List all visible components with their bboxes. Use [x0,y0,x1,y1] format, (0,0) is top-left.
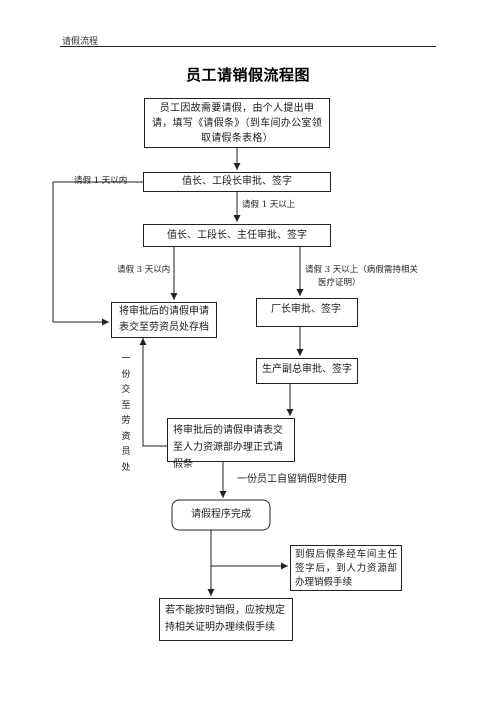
arrow-hr-to-archive [139,338,167,447]
director-approve-text: 值长、工段长、主任审批、签字 [167,230,307,241]
factory-director-text: 厂长审批、签字 [271,304,341,315]
apply-step-text: 员工因故需要请假，由个人提出申请，填写《请假条》（到车间办公室领取请假条表格） [151,103,323,144]
hr-submit-step: 将审批后的请假申请表交至人力资源部办理正式请假条 [167,418,295,470]
shift-approve-step: 值长、工段长审批、签字 [143,172,331,192]
header-divider [60,46,436,47]
return-cancel-text: 到假后假条经车间主任签字后，到人力资源部办理销假手续 [295,549,397,588]
extend-text: 若不能按时销假，应按规定持相关证明办理续假手续 [165,605,285,633]
deputy-gm-step: 生产副总审批、签字 [256,358,358,384]
shift-approve-text: 值长、工段长审批、签字 [182,176,292,187]
complete-step: 请假程序完成 [191,509,251,520]
director-approve-step: 值长、工段长、主任审批、签字 [143,224,331,247]
complete-shape [171,499,271,531]
flowchart-title: 员工请销假流程图 [185,66,310,84]
label-over-1-day: 请假 1 天以上 [242,200,296,210]
archive-text: 将审批后的请假申请表交至劳资员处存档 [119,306,209,333]
factory-director-step: 厂长审批、签字 [256,298,358,327]
label-over-3-days-line1: 请假 3 天以上（病假需持相关 [305,265,418,275]
page-header: 请假流程 [62,37,99,47]
label-one-copy-employee: 一份员工自留销假时使用 [237,474,347,485]
label-within-3-days: 请假 3 天以内 [117,265,171,275]
return-cancel-step: 到假后假条经车间主任签字后，到人力资源部办理销假手续 [290,545,402,591]
label-one-copy-to-labor: 一份交至劳资员处 [121,354,131,473]
hr-submit-text: 将审批后的请假申请表交至人力资源部办理正式请假条 [173,425,283,470]
archive-step: 将审批后的请假申请表交至劳资员处存档 [111,302,217,338]
label-over-3-days-line2: 医疗证明） [318,278,361,288]
label-within-1-day: 请假 1 天以内 [74,176,128,186]
apply-step: 员工因故需要请假，由个人提出申请，填写《请假条》（到车间办公室领取请假条表格） [144,98,330,148]
extend-step: 若不能按时销假，应按规定持相关证明办理续假手续 [159,598,293,641]
deputy-gm-text: 生产副总审批、签字 [262,364,352,375]
arrow-within-1-day [52,181,143,326]
